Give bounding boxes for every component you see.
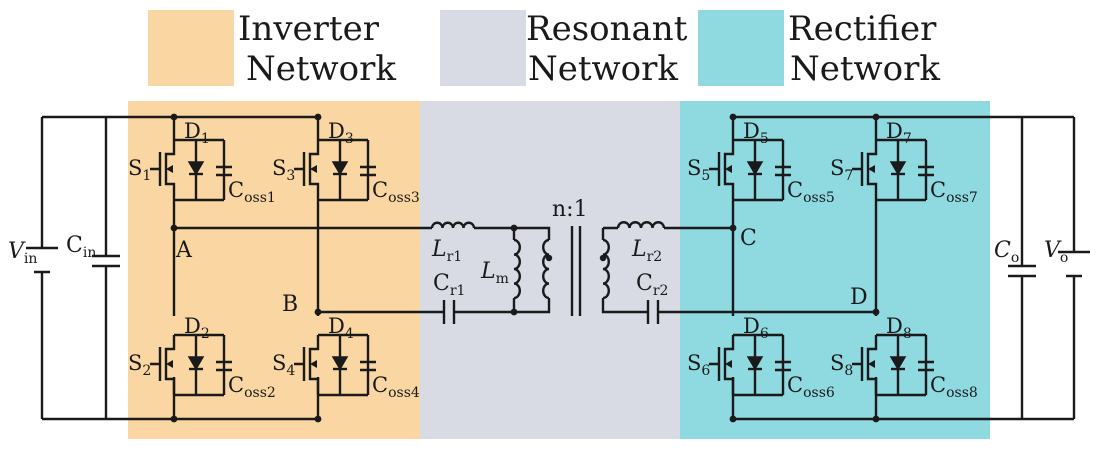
capacitor-label-coss7: Coss7 <box>930 178 978 206</box>
capacitor-cr1 <box>442 300 456 324</box>
junction-dot <box>510 308 518 316</box>
junction-dot <box>872 308 880 316</box>
resonant-network-region <box>420 101 680 439</box>
junction-dot <box>170 224 178 232</box>
legend-label-resonant-line2: Network <box>528 49 678 89</box>
switch-label-s2: S2 <box>128 351 151 379</box>
junction-dot <box>872 113 880 121</box>
junction-dot <box>170 113 178 121</box>
junction-dot <box>314 308 322 316</box>
switch-label-s1: S1 <box>128 156 151 184</box>
legend-swatch-inverter <box>148 10 234 86</box>
junction-dot <box>729 415 737 423</box>
legend: Inverter Network Resonant Network Rectif… <box>148 9 940 89</box>
switch-label-s4: S4 <box>272 351 295 379</box>
junction-dots <box>170 113 880 423</box>
diode-label-d4: D4 <box>328 314 354 342</box>
switch-label-s8: S8 <box>830 351 853 379</box>
label-vo: Vo <box>1044 238 1068 266</box>
capacitor-cr2 <box>646 300 660 324</box>
legend-label-rectifier-line1: Rectifier <box>788 9 937 49</box>
circuit-wiring <box>40 115 1076 421</box>
inductor-lm <box>513 238 521 300</box>
legend-label-resonant-line1: Resonant <box>526 9 688 49</box>
transformer-primary-winding <box>542 238 550 300</box>
capacitor-label-coss3: Coss3 <box>372 178 420 206</box>
junction-dot <box>314 415 322 423</box>
diode-label-d3: D3 <box>328 119 354 147</box>
junction-dot <box>170 415 178 423</box>
rectifier-network-region <box>680 101 990 439</box>
junction-dot <box>314 113 322 121</box>
label-cr2: Cr2 <box>636 271 668 299</box>
capacitor-label-coss2: Coss2 <box>228 373 276 401</box>
junction-dot <box>872 415 880 423</box>
switch-label-s7: S7 <box>830 156 853 184</box>
diode-label-d6: D6 <box>743 314 769 342</box>
switch-label-s5: S5 <box>687 156 710 184</box>
label-cin: Cin <box>66 233 96 261</box>
legend-label-inverter-line2: Network <box>246 49 396 89</box>
label-lm: Lm <box>480 259 509 287</box>
resonant-components <box>26 221 1090 324</box>
transformer-ratio-label: n:1 <box>552 197 588 222</box>
capacitor-co <box>1008 264 1036 278</box>
junction-dot <box>510 224 518 232</box>
capacitor-cin <box>92 254 120 268</box>
capacitor-label-coss6: Coss6 <box>787 373 835 401</box>
label-lr2: Lr2 <box>631 237 662 265</box>
transformer-dot-primary <box>545 254 553 262</box>
diode-label-d2: D2 <box>184 314 210 342</box>
legend-swatch-resonant <box>440 10 526 86</box>
diode-label-d7: D7 <box>886 119 912 147</box>
source-vin <box>26 246 58 274</box>
switch-label-s6: S6 <box>687 351 710 379</box>
inductor-lr2 <box>616 221 666 229</box>
capacitor-label-coss1: Coss1 <box>228 178 276 206</box>
transformer-secondary-winding <box>602 238 610 300</box>
capacitor-label-coss4: Coss4 <box>372 373 420 401</box>
inductor-lr1 <box>430 221 476 229</box>
label-cr1: Cr1 <box>433 271 465 299</box>
legend-label-inverter-line1: Inverter <box>238 9 380 49</box>
node-label-c: C <box>740 226 757 251</box>
switch-label-s3: S3 <box>272 156 295 184</box>
node-label-a: A <box>175 238 193 263</box>
label-co: Co <box>994 238 1019 266</box>
capacitor-label-coss8: Coss8 <box>930 373 978 401</box>
legend-label-rectifier-line2: Network <box>790 49 940 89</box>
node-label-b: B <box>282 292 298 317</box>
diode-label-d8: D8 <box>886 314 912 342</box>
diode-label-d5: D5 <box>743 119 769 147</box>
junction-dot <box>729 113 737 121</box>
label-lr1: Lr1 <box>431 237 462 265</box>
label-vin: Vin <box>8 239 37 267</box>
transformer-dot-secondary <box>599 254 607 262</box>
legend-swatch-rectifier <box>698 10 784 86</box>
node-label-d: D <box>850 285 868 310</box>
junction-dot <box>729 224 737 232</box>
diode-label-d1: D1 <box>184 119 210 147</box>
capacitor-label-coss5: Coss5 <box>787 178 835 206</box>
load-vo <box>1058 250 1090 278</box>
inverter-network-region <box>128 101 420 439</box>
